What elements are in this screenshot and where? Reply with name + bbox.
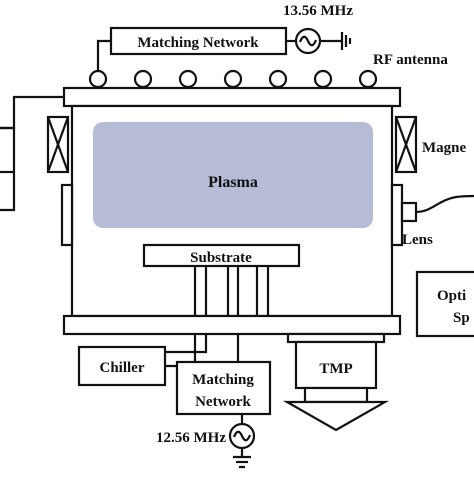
- optical-label-line2: Sp: [453, 310, 470, 326]
- left-external-box: [0, 126, 16, 212]
- top-matching-network-label: Matching Network: [137, 35, 259, 51]
- optical-label-line1: Opti: [437, 288, 466, 304]
- antenna-coil: [133, 69, 153, 89]
- bottom-matching-network-line2: Network: [195, 394, 251, 410]
- lens-label: Lens: [402, 232, 433, 248]
- right-side-port: [390, 183, 404, 247]
- magnet-label: Magne: [422, 140, 467, 156]
- antenna-coil: [88, 69, 108, 89]
- antenna-coil: [358, 69, 378, 89]
- optical-fiber: [415, 194, 474, 214]
- antenna-coil: [268, 69, 288, 89]
- right-magnet-icon: [394, 115, 418, 174]
- substrate: [142, 243, 301, 268]
- top-ac-source-icon: [294, 27, 322, 55]
- plasma-region: [93, 122, 373, 228]
- top-ground-icon: [340, 32, 352, 50]
- antenna-coil: [178, 69, 198, 89]
- chiller-pipe-b: [165, 334, 208, 354]
- bottom-matching-network-box: [175, 360, 272, 416]
- bottom-ac-source-icon: [228, 422, 256, 450]
- bottom-rf-frequency-label: 12.56 MHz: [156, 430, 226, 446]
- chamber-bottom-flange: [62, 314, 402, 336]
- antenna-coil: [313, 69, 333, 89]
- plasma-label: Plasma: [208, 174, 258, 191]
- rf-antenna-label: RF antenna: [373, 52, 448, 68]
- tmp-label: TMP: [319, 361, 352, 377]
- left-side-port: [60, 183, 74, 247]
- substrate-pipes: [193, 266, 270, 316]
- chiller-label: Chiller: [100, 360, 145, 376]
- chamber-top-flange: [62, 86, 402, 108]
- lens: [400, 201, 418, 223]
- bottom-matching-network-line1: Matching: [192, 372, 254, 388]
- antenna-coil: [223, 69, 243, 89]
- rf-antenna-coils: [88, 69, 378, 89]
- antenna-feed-wire: [96, 39, 111, 72]
- left-magnet-icon: [46, 115, 70, 174]
- bottom-ground-icon: [233, 455, 251, 469]
- optical-spectrometer-box: [415, 270, 474, 338]
- substrate-label: Substrate: [190, 250, 252, 266]
- top-rf-frequency-label: 13.56 MHz: [283, 3, 353, 19]
- tmp-pump: [282, 332, 390, 432]
